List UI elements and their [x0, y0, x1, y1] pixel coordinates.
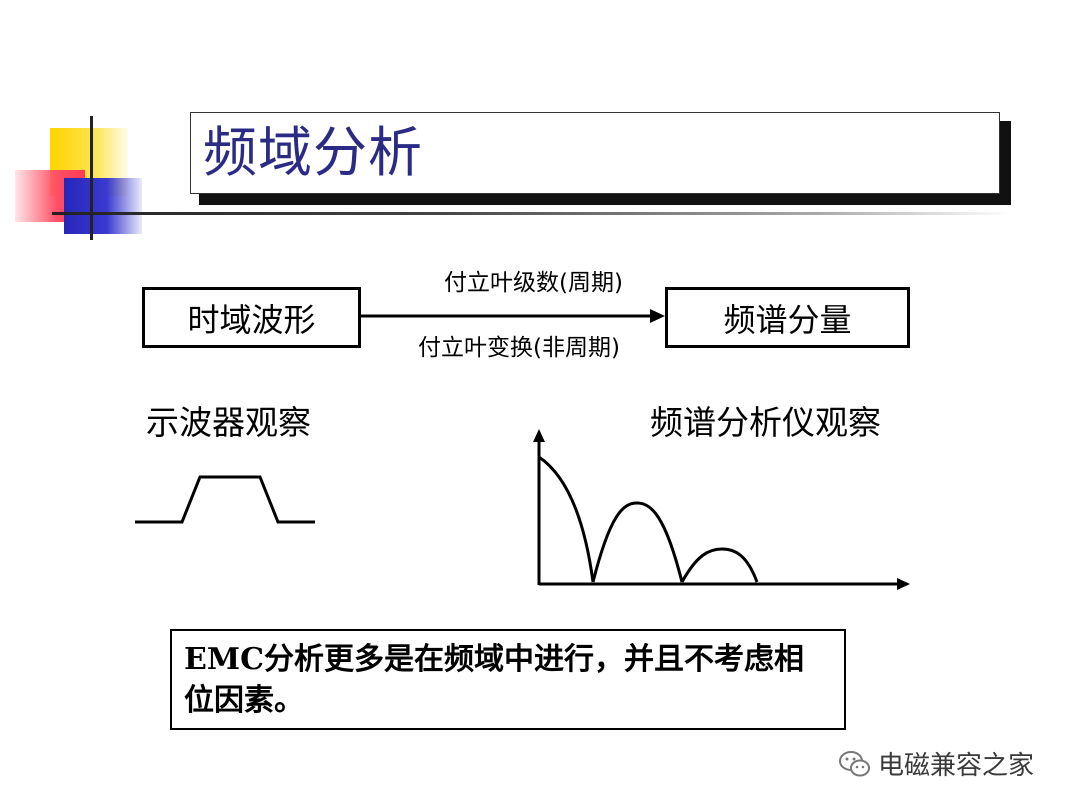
- wechat-icon: [839, 750, 870, 776]
- fourier-series-label: 付立叶级数(周期): [444, 270, 623, 296]
- spectrum-x-axis-arrow: [897, 578, 910, 590]
- spectrum-analyzer-caption: 频谱分析仪观察: [650, 403, 881, 442]
- spectrum-second-lobe: [591, 501, 684, 583]
- flow-arrow-head: [650, 309, 665, 323]
- time-domain-label: 时域波形: [187, 300, 316, 339]
- trapezoid-pulse-diagram: [135, 475, 315, 524]
- fourier-transform-label: 付立叶变换(非周期): [418, 335, 620, 361]
- watermark-text: 电磁兼容之家: [878, 751, 1035, 781]
- slide-title: 频域分析: [203, 121, 423, 184]
- frequency-components-box: 频谱分量: [665, 287, 910, 348]
- spectrum-main-lobe: [538, 455, 595, 583]
- note-box: EMC分析更多是在频域中进行，并且不考虑相位因素。: [170, 629, 846, 730]
- watermark: 电磁兼容之家: [838, 745, 1034, 782]
- note-text: EMC分析更多是在频域中进行，并且不考虑相位因素。: [184, 642, 804, 718]
- spectrum-third-lobe: [680, 547, 759, 583]
- decor-vertical-line: [90, 116, 93, 240]
- spectrum-y-axis-arrow: [533, 429, 545, 442]
- trapezoid-pulse-waveform: [135, 475, 315, 524]
- frequency-components-label: 频谱分量: [723, 300, 852, 339]
- time-domain-box: 时域波形: [142, 287, 361, 348]
- oscilloscope-caption: 示波器观察: [146, 403, 311, 442]
- spectrum-diagram: [533, 429, 910, 590]
- title-box: [190, 112, 1000, 194]
- decor-blue-square: [64, 178, 142, 234]
- decor-horizontal-rule: [52, 212, 1012, 215]
